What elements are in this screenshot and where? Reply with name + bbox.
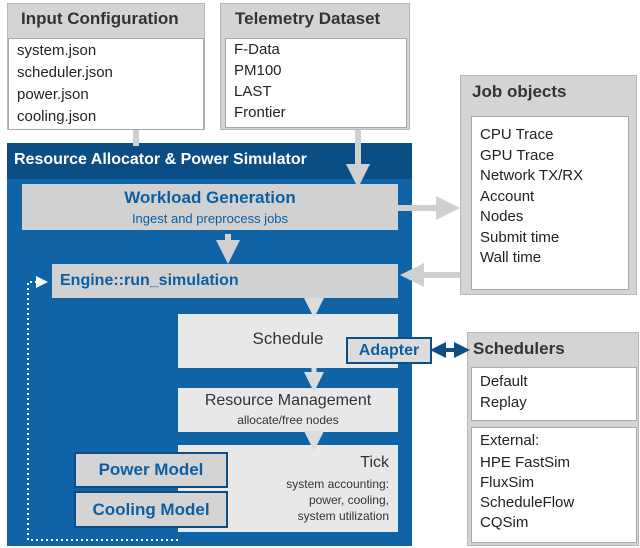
dataset-item: Frontier [234,104,286,121]
resource-management-title: Resource Management [204,392,372,409]
scheduler-item: FluxSim [480,474,535,491]
telemetry-dataset-title: Telemetry Dataset [235,9,381,28]
engine-run-simulation-label: Engine::run_simulation [60,272,239,289]
config-file-item: power.json [17,86,89,103]
job-field-item: GPU Trace [480,147,555,164]
scheduler-item: CQSim [480,514,529,531]
job-field-item: Account [480,188,535,205]
tick-line: system accounting: [286,477,389,491]
cooling-model-label: Cooling Model [92,500,210,519]
cooling-model-box: Cooling Model [74,491,228,528]
engine-run-simulation-box: Engine::run_simulation [52,264,398,298]
scheduler-item: Default [480,373,528,390]
adapter-label: Adapter [358,342,420,359]
resource-management-subtitle: allocate/free nodes [237,413,339,427]
schedulers-panel: Schedulers Default Replay External: HPE … [467,332,639,546]
config-file-item: scheduler.json [17,64,113,81]
builtin-schedulers-list: Default Replay [471,367,637,421]
telemetry-dataset-panel: Telemetry Dataset F-Data PM100 LAST Fron… [220,3,410,130]
job-field-item: Submit time [480,229,560,246]
schedulers-title: Schedulers [473,339,565,358]
job-field-item: CPU Trace [480,126,554,143]
dataset-item: PM100 [234,62,282,79]
config-file-item: cooling.json [17,108,97,125]
scheduler-item: HPE FastSim [480,454,571,471]
dataset-item: LAST [234,83,272,100]
schedule-label: Schedule [252,329,324,348]
job-objects-list: CPU Trace GPU Trace Network TX/RX Accoun… [471,116,629,290]
config-file-item: system.json [17,42,97,59]
telemetry-dataset-list: F-Data PM100 LAST Frontier [225,38,407,128]
workload-generation-subtitle: Ingest and preprocess jobs [131,211,289,226]
job-field-item: Network TX/RX [480,167,584,184]
simulator-title: Resource Allocator & Power Simulator [7,143,412,179]
tick-line: system utilization [297,509,389,523]
power-model-box: Power Model [74,452,228,488]
resource-management-box: Resource Management allocate/free nodes [178,388,398,432]
tick-title: Tick [360,454,389,471]
input-configuration-title: Input Configuration [21,9,179,28]
job-objects-panel: Job objects CPU Trace GPU Trace Network … [460,75,637,295]
input-configuration-panel: Input Configuration system.json schedule… [7,3,205,130]
job-field-item: Wall time [480,249,542,266]
external-label: External: [480,432,540,449]
dataset-item: F-Data [234,41,280,58]
power-model-label: Power Model [98,460,204,479]
external-schedulers-list: External: HPE FastSim FluxSim ScheduleFl… [471,427,637,543]
scheduler-item: ScheduleFlow [480,494,575,511]
job-field-item: Nodes [480,208,524,225]
job-objects-title: Job objects [472,82,567,101]
adapter-box: Adapter [346,337,432,364]
scheduler-item: Replay [480,394,527,411]
tick-line: power, cooling, [308,493,389,507]
workload-generation-title: Workload Generation [124,188,296,207]
input-configuration-list: system.json scheduler.json power.json co… [8,38,204,130]
workload-generation-box: Workload Generation Ingest and preproces… [22,184,398,230]
